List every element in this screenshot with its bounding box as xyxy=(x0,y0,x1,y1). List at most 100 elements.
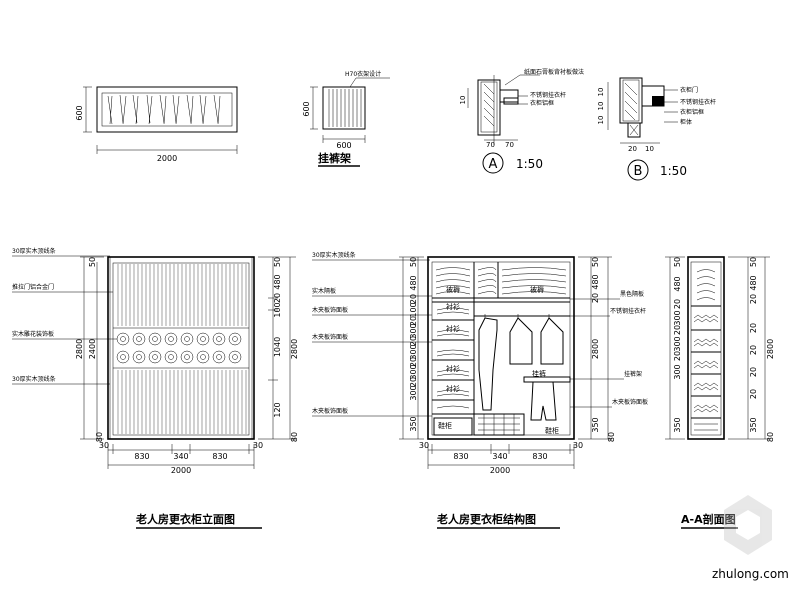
section-left-dim-9: 350 xyxy=(673,417,682,432)
structure-pants-rack xyxy=(523,376,571,421)
section-right-dim-1: 50 xyxy=(749,257,758,267)
section-right-dim-8: 2800 xyxy=(766,339,775,359)
structure-left-dim-9: 20 xyxy=(409,357,418,367)
detail-a-dim-1: 10 xyxy=(459,96,467,105)
elevation-note-1: 30厚实木顶线条 xyxy=(12,247,56,255)
detail-a-dim-3: 70 xyxy=(505,141,514,149)
structure-left-dim-12: 300 xyxy=(409,385,418,400)
structure-bottom-total: 2000 xyxy=(490,466,510,475)
section-right-dim-7: 20 xyxy=(749,389,758,399)
structure-right-dim-3: 20 xyxy=(591,293,600,303)
detail-b-dim-1: 10 xyxy=(597,88,605,97)
section-view: 50 480 20 300 20 300 20 300 350 50 480 2… xyxy=(665,256,775,529)
elevation-right-dim-7: 2800 xyxy=(290,339,299,359)
structure-left-note-1: 30厚实木顶线条 xyxy=(312,251,356,259)
structure-left-dim-6: 300 xyxy=(409,323,418,338)
structure-shelves xyxy=(432,307,474,415)
structure-left-dim-8: 300 xyxy=(409,344,418,359)
section-left-dim-4: 300 xyxy=(673,310,682,325)
section-right-dim-5: 20 xyxy=(749,345,758,355)
elevation-left-dim-2: 2400 xyxy=(88,339,97,359)
structure-left-dim-2: 480 xyxy=(409,275,418,290)
hanger-rack-note: H70衣架设计 xyxy=(345,70,381,78)
structure-right-note-2: 不锈钢挂衣杆 xyxy=(610,307,646,315)
structure-right-note-4: 木夹板饰面板 xyxy=(612,398,648,406)
structure-left-dim-4: 100 xyxy=(409,302,418,317)
elevation-bottom-end-left: 30 xyxy=(99,441,109,450)
elevation-bottom-end-right: 30 xyxy=(253,441,263,450)
structure-label-6: 衬衫 xyxy=(446,384,460,393)
structure-label-4: 衬衫 xyxy=(446,324,460,333)
section-right-dim-9: 350 xyxy=(749,417,758,432)
structure-left-dim-1: 50 xyxy=(409,257,418,267)
elevation-note-2: 推拉门铝合金门 xyxy=(12,283,54,291)
section-left-dim-6: 300 xyxy=(673,336,682,351)
structure-left-note-4: 木夹板饰面板 xyxy=(312,333,348,341)
section-left-dim-2: 480 xyxy=(673,276,682,291)
detail-b-note-3: 衣柜铝框 xyxy=(680,108,704,116)
section-right-dim-3: 20 xyxy=(749,294,758,304)
structure-bedding xyxy=(435,267,567,295)
watermark: zhulong.com xyxy=(712,495,789,581)
detail-a-scale: 1:50 xyxy=(516,157,543,171)
elevation-bottom-total: 2000 xyxy=(171,466,191,475)
detail-a-note-1: 纸面石膏板背衬板做法 xyxy=(524,68,584,76)
elevation-right-dim-5: 1040 xyxy=(273,337,282,357)
detail-b-dim-5: 10 xyxy=(645,145,654,153)
structure-bottom-part-3: 830 xyxy=(532,452,547,461)
detail-a-marker xyxy=(482,152,504,174)
structure-left-note-5: 木夹板饰面板 xyxy=(312,407,348,415)
structure-bottom-part-2: 340 xyxy=(492,452,507,461)
watermark-logo xyxy=(724,495,772,555)
elevation-title: 老人房更衣柜立面图 xyxy=(135,512,235,526)
structure-left-dim-10: 300 xyxy=(409,364,418,379)
structure-label-3: 衬衫 xyxy=(446,302,460,311)
detail-b-note-2: 不锈钢挂衣杆 xyxy=(680,98,716,106)
structure-bottom-end-right: 30 xyxy=(573,441,583,450)
structure-left-dim-11: 20 xyxy=(409,377,418,387)
elevation-left-dim-3: 2800 xyxy=(75,339,84,359)
elevation-right-dim-1: 50 xyxy=(273,257,282,267)
plan-depth-dim: 600 xyxy=(75,105,84,120)
elevation-side-mark-left: 80 xyxy=(95,432,104,442)
hanger-rack-width-dim: 600 xyxy=(336,141,351,150)
section-left-dim-8: 300 xyxy=(673,364,682,379)
hanger-rack-view: H70衣架设计 600 600 挂裤架 xyxy=(302,70,390,167)
structure-hanging-clothes xyxy=(478,314,564,411)
plan-hangers xyxy=(107,94,221,125)
hanger-rack-depth-dim: 600 xyxy=(302,101,311,116)
detail-b-dim-4: 20 xyxy=(628,145,637,153)
elevation-right-dim-2: 480 xyxy=(273,274,282,289)
structure-left-note-2: 实木隔板 xyxy=(312,287,336,295)
detail-b-letter: B xyxy=(634,164,643,179)
watermark-text: zhulong.com xyxy=(712,567,789,581)
section-right-dim-6: 20 xyxy=(749,367,758,377)
structure-right-dim-2: 480 xyxy=(591,274,600,289)
structure-title: 老人房更衣柜结构图 xyxy=(436,512,536,526)
detail-a: 纸面石膏板背衬板做法 不锈钢挂衣杆 衣柜铝框 10 70 70 A 1:50 xyxy=(459,68,584,174)
structure-right-note-3: 挂裤架 xyxy=(624,370,642,378)
detail-a-note-2: 不锈钢挂衣杆 xyxy=(530,91,566,99)
elevation-carved-panel xyxy=(113,327,249,369)
elevation-door-lines xyxy=(117,264,247,434)
elevation-note-3: 实木雕花装饰板 xyxy=(12,330,54,338)
section-left-dim-7: 20 xyxy=(673,351,682,361)
structure-label-5: 衬衫 xyxy=(446,364,460,373)
structure-labels: 被褥 被褥 衬衫 衬衫 衬衫 衬衫 挂裤 鞋柜 鞋柜 xyxy=(438,285,559,435)
elevation-right-dim-6: 120 xyxy=(273,402,282,417)
section-right-dim-4: 20 xyxy=(749,323,758,333)
structure-right-dim-5: 350 xyxy=(591,417,600,432)
detail-b: 衣柜门 不锈钢挂衣杆 衣柜铝框 柜体 10 10 10 20 10 B 1:50 xyxy=(597,77,716,181)
structure-bottom-end-left: 30 xyxy=(419,441,429,450)
structure-label-9: 鞋柜 xyxy=(545,426,559,435)
structure-label-2: 被褥 xyxy=(530,285,544,294)
elevation-right-dim-3: 20 xyxy=(273,293,282,303)
detail-b-note-4: 柜体 xyxy=(680,118,692,126)
elevation-bottom-part-3: 830 xyxy=(212,452,227,461)
detail-b-dim-2: 10 xyxy=(597,102,605,111)
structure-right-dim-6: 80 xyxy=(607,432,616,442)
structure-view: 被褥 被褥 衬衫 衬衫 衬衫 衬衫 挂裤 鞋柜 鞋柜 30厚实木顶线条 实木隔板… xyxy=(312,251,648,529)
structure-left-dim-3: 20 xyxy=(409,294,418,304)
structure-left-note-3: 木夹板饰面板 xyxy=(312,306,348,314)
